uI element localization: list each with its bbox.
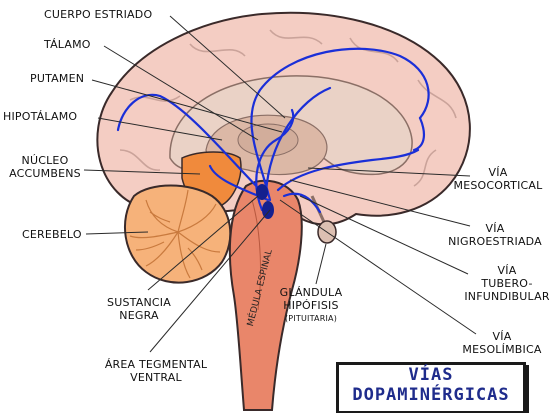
label-talamo: TÁLAMO [44,38,91,51]
label-via-tubero: VÍA TUBERO- INFUNDIBULAR [464,264,550,303]
mesocortical-path [250,47,430,202]
label-hipotalamo: HIPOTÁLAMO [3,110,78,123]
title-line2: DOPAMINÉRGICAS [352,385,510,405]
label-cuerpo-estriado: CUERPO ESTRIADO [44,8,153,21]
title-box: VÍAS DOPAMINÉRGICAS [336,362,526,413]
brainstem [228,179,303,411]
leader-lines [83,15,477,353]
nigrostriatal-path [255,108,295,212]
gyri [119,29,457,187]
label-via-nigroestriada: VÍA NIGROESTRIADA [448,222,542,248]
label-area-tegmental: ÁREA TEGMENTAL VENTRAL [104,358,208,384]
stem-line [251,199,261,311]
label-via-mesolimbica: VÍA MESOLÍMBICA [462,330,542,356]
label-sustancia-negra: SUSTANCIA NEGRA [107,296,171,322]
label-pituitaria: (PITUITARIA) [284,314,338,323]
ventral-tegmental-nucleus [262,201,274,219]
label-cerebelo: CEREBELO [22,228,82,241]
title-line1: VÍAS [408,365,454,385]
cerebellum [123,184,232,284]
substantia-nigra-nucleus [256,184,268,200]
label-nucleo-accumbens: NÚCLEO ACCUMBENS [9,154,81,180]
label-glandula: GLÁNDULA HIPÓFISIS [279,286,343,312]
label-putamen: PUTAMEN [30,72,85,85]
tuberoinfundibular-path [282,192,322,214]
label-via-mesocortical: VÍA MESOCORTICAL [453,166,543,192]
cortical-arc [116,93,268,198]
dopamine-pathways [116,47,430,214]
